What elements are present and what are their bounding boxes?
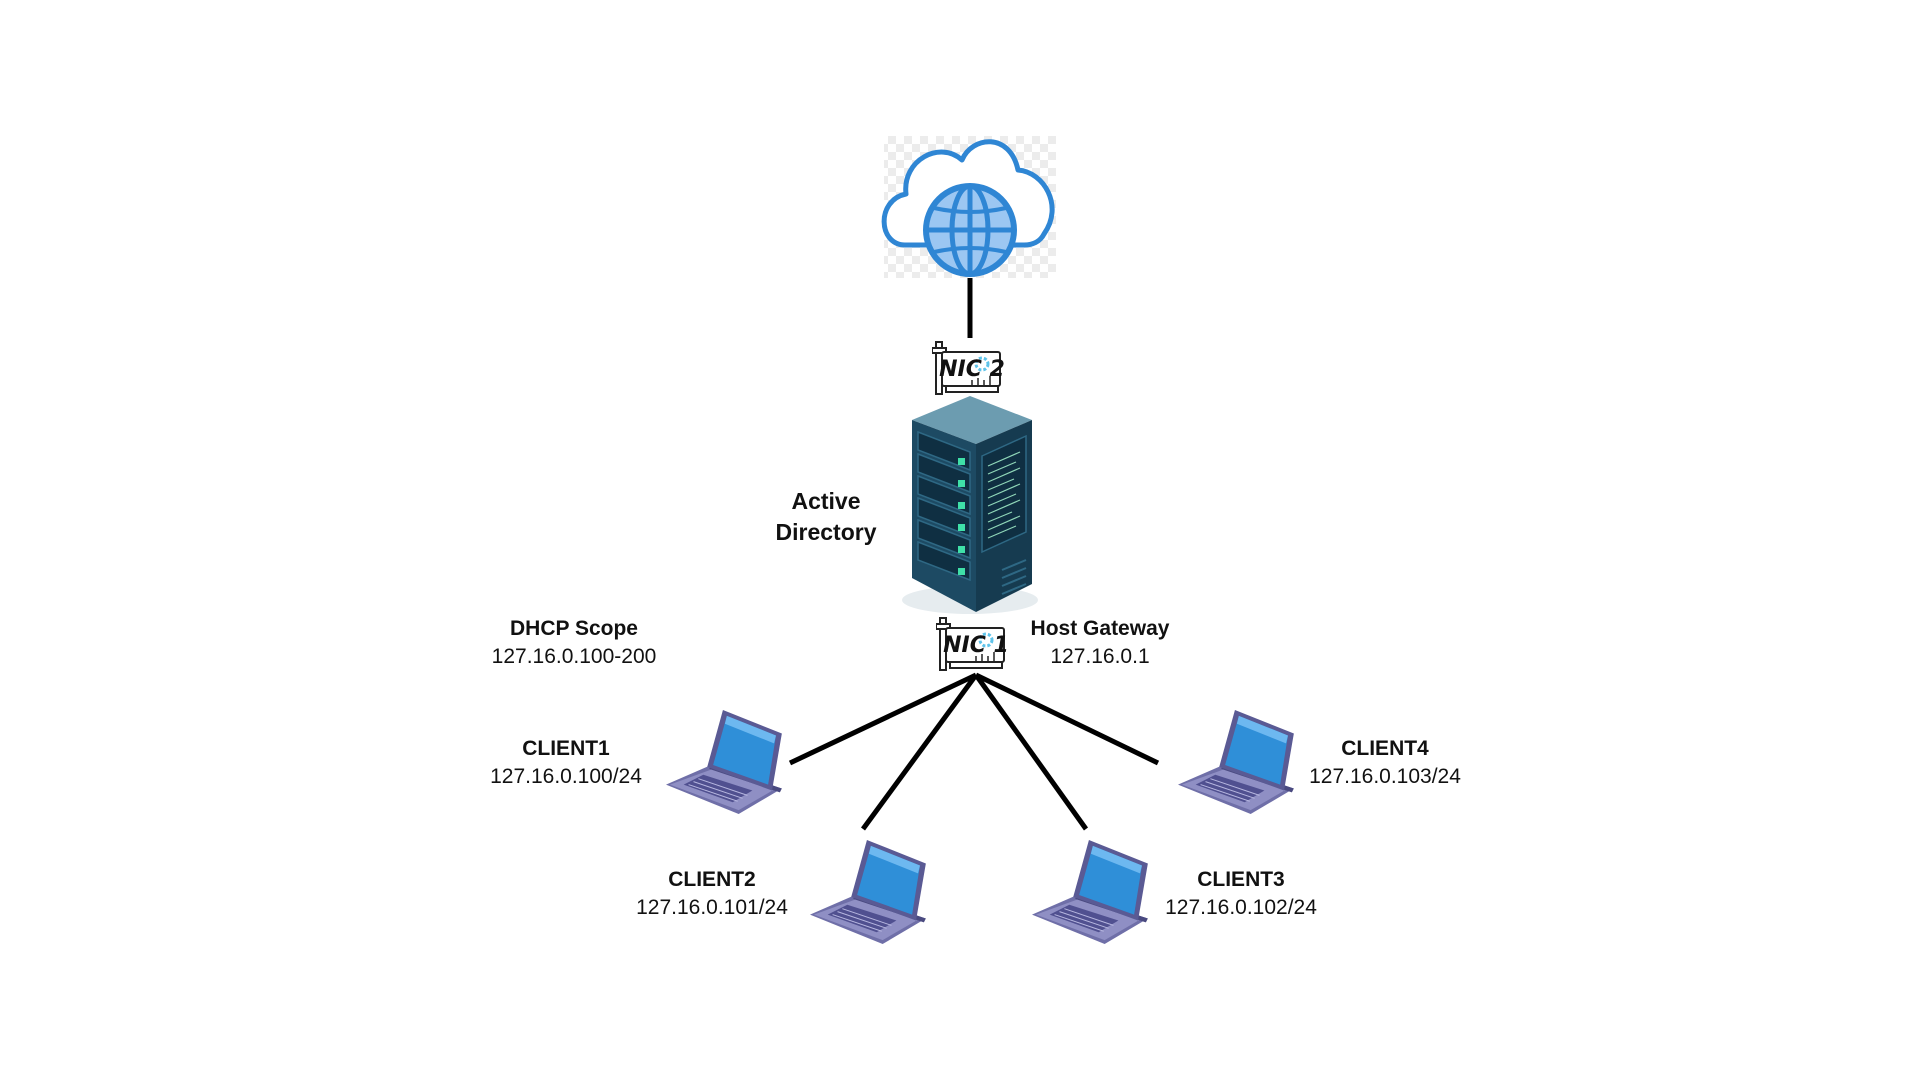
nic1-card: NIC 1 xyxy=(936,616,1009,672)
client3-ip: 127.16.0.102/24 xyxy=(1165,896,1317,919)
client2-laptop-icon xyxy=(809,839,927,945)
cloud-globe-icon xyxy=(881,136,1056,278)
link-nic1-client4 xyxy=(974,672,1160,766)
nic2-card: NIC 2 xyxy=(932,340,1005,396)
link-nic1-client3 xyxy=(973,673,1089,831)
client4-laptop-icon xyxy=(1177,709,1295,815)
client3-label: CLIENT3 127.16.0.102/24 xyxy=(1165,866,1317,922)
client4-ip: 127.16.0.103/24 xyxy=(1309,765,1461,788)
dhcp-scope-range: 127.16.0.100-200 xyxy=(491,645,657,668)
host-gateway-ip: 127.16.0.1 xyxy=(1050,645,1150,668)
client1-ip: 127.16.0.100/24 xyxy=(490,765,642,788)
client4-name: CLIENT4 xyxy=(1341,737,1429,760)
server-rack-icon xyxy=(902,396,1038,614)
client1-label: CLIENT1 127.16.0.100/24 xyxy=(490,735,642,791)
nic2-label: NIC 2 xyxy=(939,357,1005,382)
links xyxy=(788,278,1160,831)
dhcp-scope-label: DHCP Scope 127.16.0.100-200 xyxy=(492,615,657,671)
host-gateway-title: Host Gateway xyxy=(1030,617,1170,640)
server-label-line1: Active xyxy=(791,488,861,514)
client1-laptop-icon xyxy=(665,709,783,815)
dhcp-scope-title: DHCP Scope xyxy=(510,617,638,640)
client1-name: CLIENT1 xyxy=(522,737,610,760)
nic1-label: NIC 1 xyxy=(943,633,1009,658)
server-label: Active Directory xyxy=(776,486,877,548)
client2-ip: 127.16.0.101/24 xyxy=(636,896,788,919)
link-nic1-client1 xyxy=(788,672,978,766)
host-gateway-label: Host Gateway 127.16.0.1 xyxy=(1031,615,1170,671)
server-label-line2: Directory xyxy=(775,519,877,545)
client2-name: CLIENT2 xyxy=(668,868,756,891)
client4-label: CLIENT4 127.16.0.103/24 xyxy=(1309,735,1461,791)
link-nic1-client2 xyxy=(860,673,979,831)
client3-laptop-icon xyxy=(1031,839,1149,945)
client2-label: CLIENT2 127.16.0.101/24 xyxy=(636,866,788,922)
client3-name: CLIENT3 xyxy=(1197,868,1285,891)
